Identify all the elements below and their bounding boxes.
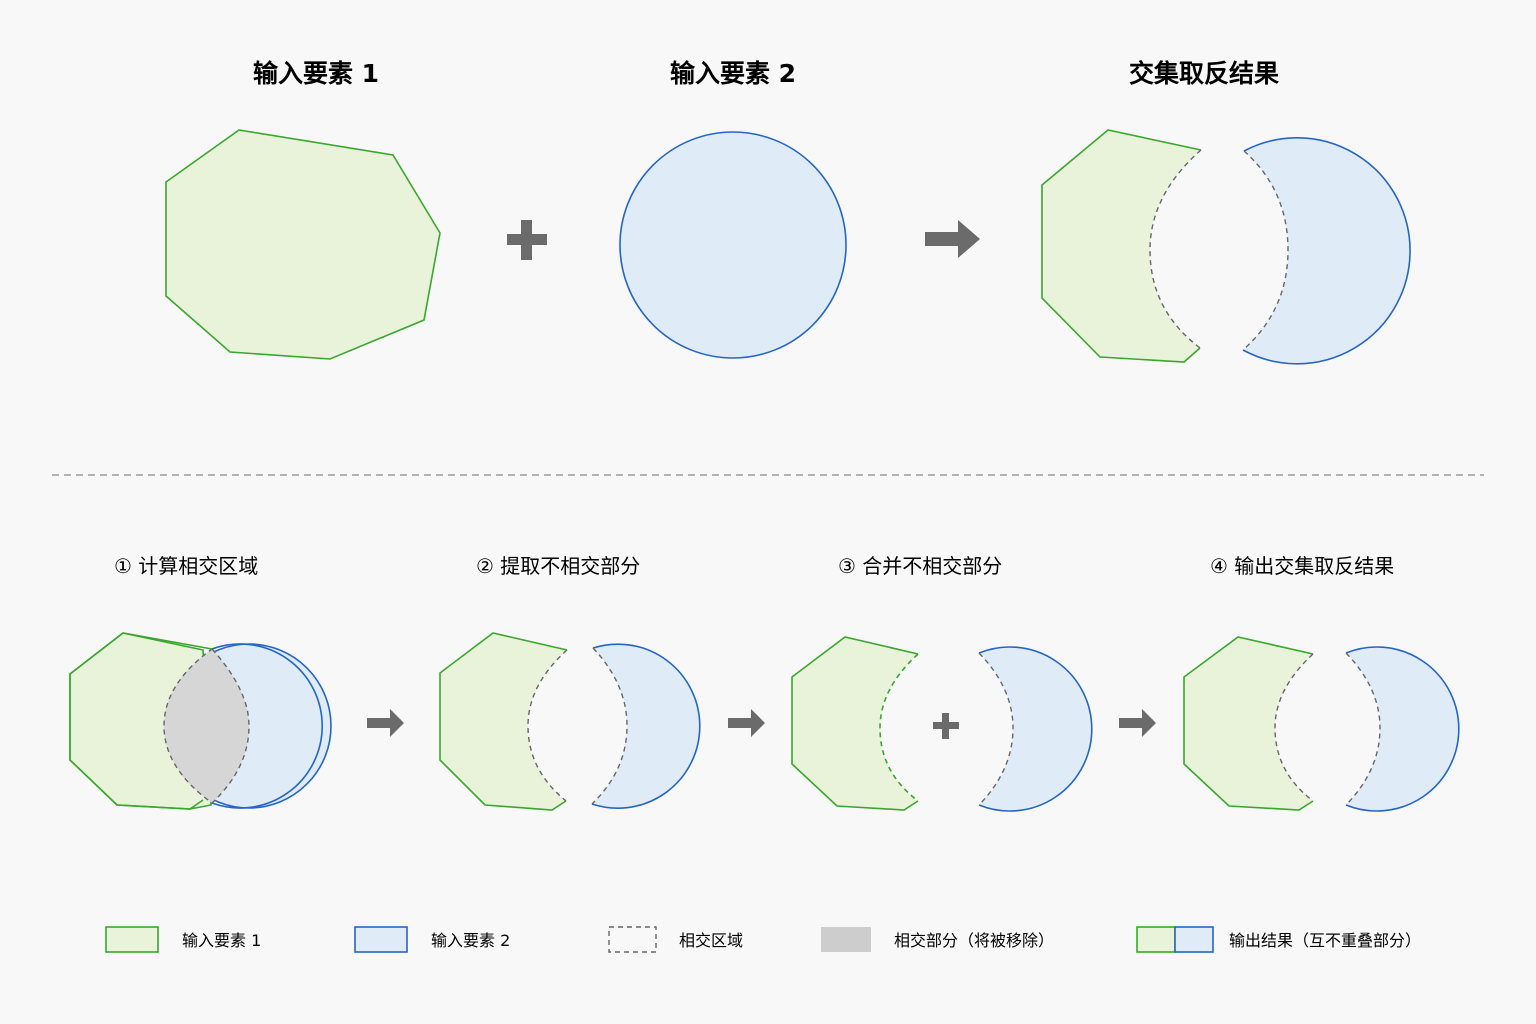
title-input1: 输入要素 1 (253, 59, 379, 88)
arrow-right-icon (925, 220, 980, 258)
legend-swatch-input1 (105, 926, 159, 953)
legend-swatch-intersection-area (608, 926, 657, 953)
legend-swatch-output-blue (1174, 926, 1214, 953)
arrow-right-icon (367, 709, 404, 737)
step1-diagram (69, 632, 332, 810)
legend-label-removed: 相交部分（将被移除） (894, 931, 1054, 950)
step-label-3: ③ 合并不相交部分 (838, 554, 1002, 578)
step3-diagram (791, 636, 1093, 812)
result-green-part (1041, 129, 1202, 363)
legend-swatch-input2 (354, 926, 408, 953)
arrow-right-icon (1119, 709, 1156, 737)
step2-diagram (439, 632, 701, 811)
legend-label-intersection-area: 相交区域 (679, 931, 743, 950)
title-input2: 输入要素 2 (670, 59, 796, 88)
plus-icon (933, 713, 959, 739)
input1-polygon (165, 129, 441, 360)
arrow-right-icon (728, 709, 765, 737)
step-label-1: ① 计算相交区域 (114, 554, 258, 578)
step4-diagram (1183, 636, 1460, 812)
legend-swatch-removed (821, 927, 871, 952)
input2-circle (619, 131, 847, 359)
result-blue-part (1242, 136, 1411, 365)
legend-swatch-output-green (1136, 926, 1176, 953)
step-label-4: ④ 输出交集取反结果 (1210, 554, 1394, 578)
plus-icon (507, 220, 547, 260)
step-label-2: ② 提取不相交部分 (476, 554, 640, 578)
title-result: 交集取反结果 (1129, 59, 1279, 88)
legend-label-output: 输出结果（互不重叠部分） (1229, 931, 1421, 950)
legend: 输入要素 1 输入要素 2 相交区域 相交部分（将被移除） 输出结果（互不重叠部… (105, 926, 1421, 953)
legend-label-input1: 输入要素 1 (182, 931, 261, 950)
legend-label-input2: 输入要素 2 (431, 931, 510, 950)
